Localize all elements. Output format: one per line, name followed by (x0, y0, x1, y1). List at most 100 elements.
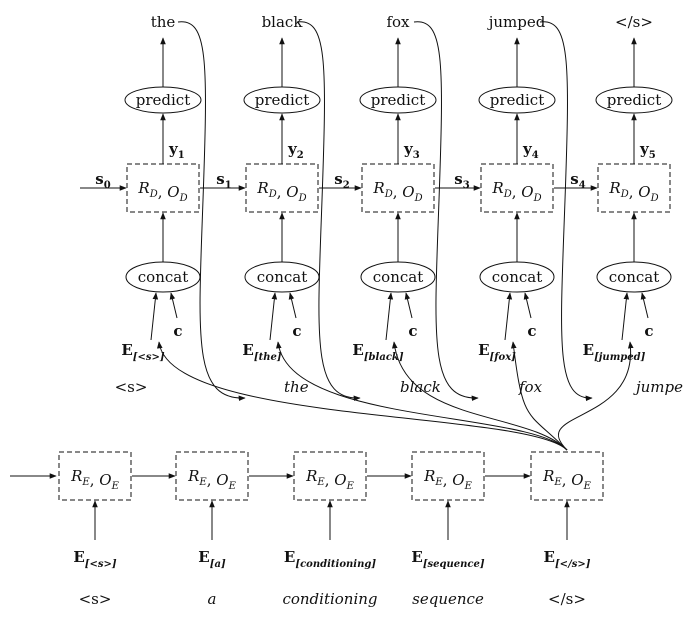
concat-node-3 (479, 261, 555, 293)
decoder-embedding-label-4: E[jumped] (583, 341, 646, 363)
encoder-cell-label-3: RE, OE (423, 467, 472, 492)
output-word-2: fox (386, 13, 410, 31)
decoder-input-word-1: the (284, 378, 309, 396)
predict-label-2: predict (371, 91, 425, 109)
encoder-cell-0 (58, 451, 132, 501)
predict-node-1 (243, 86, 321, 114)
y-label-0: y1 (168, 140, 185, 161)
decoder-input-word-3: fox (518, 378, 543, 396)
context-to-concat-arrow-0 (169, 292, 178, 319)
output-word-3: jumped (487, 13, 546, 31)
encoder-embedding-label-0: E[<s>] (73, 548, 117, 570)
output-word-0: the (151, 13, 176, 31)
context-to-concat-arrow-3 (523, 292, 532, 319)
context-curve-2 (391, 341, 568, 451)
decoder-cell-2 (361, 163, 435, 213)
concat-node-2 (360, 261, 436, 293)
y-label-2: y3 (403, 140, 420, 161)
concat-node-1 (244, 261, 320, 293)
decoder-embedding-label-2: E[black] (352, 341, 403, 363)
predict-node-2 (359, 86, 437, 114)
embedding-to-concat-arrow-1 (269, 292, 278, 341)
decoder-cell-label-3: RD, OD (491, 179, 541, 204)
context-to-concat-arrow-1 (288, 292, 297, 319)
context-label-1: c (292, 322, 301, 340)
encoder-cell-label-2: RE, OE (305, 467, 354, 492)
decoder-cell-0 (126, 163, 200, 213)
encoder-cell-1 (175, 451, 249, 501)
concat-node-4 (596, 261, 672, 293)
context-label-4: c (644, 322, 653, 340)
encoder-embedding-label-1: E[a] (198, 548, 226, 570)
encoder-cell-label-0: RE, OE (70, 467, 119, 492)
embedding-to-concat-arrow-0 (150, 292, 159, 341)
concat-label-0: concat (138, 268, 188, 286)
embedding-to-concat-arrow-3 (504, 292, 513, 341)
predict-label-3: predict (490, 91, 544, 109)
context-to-concat-arrow-2 (404, 292, 413, 319)
embedding-to-concat-arrow-4 (621, 292, 630, 341)
state-label-1: s1 (216, 170, 231, 191)
feedback-curve-2 (413, 21, 479, 402)
concat-label-3: concat (492, 268, 542, 286)
encoder-cell-label-4: RE, OE (542, 467, 591, 492)
predict-label-4: predict (607, 91, 661, 109)
output-word-4: </s> (615, 13, 653, 31)
concat-label-2: concat (373, 268, 423, 286)
concat-label-1: concat (257, 268, 307, 286)
concat-label-4: concat (609, 268, 659, 286)
encoder-embedding-label-2: E[conditioning] (284, 548, 376, 570)
decoder-input-word-0: <s> (115, 378, 148, 396)
decoder-cell-4 (597, 163, 671, 213)
predict-label-0: predict (136, 91, 190, 109)
output-word-1: black (262, 13, 304, 31)
encoder-input-word-4: </s> (548, 590, 586, 608)
encoder-cell-label-1: RE, OE (187, 467, 236, 492)
decoder-cell-1 (245, 163, 319, 213)
decoder-cell-label-1: RD, OD (256, 179, 306, 204)
decoder-embedding-label-3: E[fox] (478, 341, 516, 363)
encoder-cell-2 (293, 451, 367, 501)
encoder-embedding-label-3: E[sequence] (411, 548, 485, 570)
decoder-cell-3 (480, 163, 554, 213)
context-label-2: c (408, 322, 417, 340)
decoder-cell-label-4: RD, OD (608, 179, 658, 204)
state-label-0: s0 (95, 170, 110, 191)
predict-node-3 (478, 86, 556, 114)
feedback-curve-3 (539, 21, 593, 402)
state-label-3: s3 (454, 170, 469, 191)
context-to-concat-arrow-4 (640, 292, 649, 319)
state-label-2: s2 (334, 170, 349, 191)
concat-node-0 (125, 261, 201, 293)
y-label-3: y4 (522, 140, 539, 161)
encoder-cell-4 (530, 451, 604, 501)
decoder-input-word-2: black (400, 378, 441, 396)
y-label-4: y5 (639, 140, 656, 161)
decoder-cell-label-2: RD, OD (372, 179, 422, 204)
context-curve-0 (157, 341, 568, 451)
encoder-input-word-2: conditioning (282, 590, 377, 608)
y-label-1: y2 (287, 140, 304, 161)
state-label-4: s4 (570, 170, 585, 191)
encoder-cell-3 (411, 451, 485, 501)
decoder-cell-label-0: RD, OD (137, 179, 187, 204)
feedback-curve-1 (296, 21, 361, 402)
context-curve-3 (510, 341, 568, 451)
encoder-input-word-0: <s> (79, 590, 112, 608)
context-curve-1 (275, 341, 568, 451)
feedback-curve-0 (177, 21, 246, 402)
context-label-0: c (173, 322, 182, 340)
decoder-embedding-label-1: E[the] (242, 341, 281, 363)
predict-node-4 (595, 86, 673, 114)
decoder-input-word-4: jumped (633, 378, 683, 396)
encoder-input-word-3: sequence (412, 590, 484, 608)
predict-node-0 (124, 86, 202, 114)
context-curve-4 (558, 341, 634, 451)
encoder-embedding-label-4: E[</s>] (544, 548, 591, 570)
context-label-3: c (527, 322, 536, 340)
encoder-input-word-1: a (208, 590, 217, 608)
predict-label-1: predict (255, 91, 309, 109)
embedding-to-concat-arrow-2 (385, 292, 394, 341)
decoder-embedding-label-0: E[<s>] (121, 341, 165, 363)
